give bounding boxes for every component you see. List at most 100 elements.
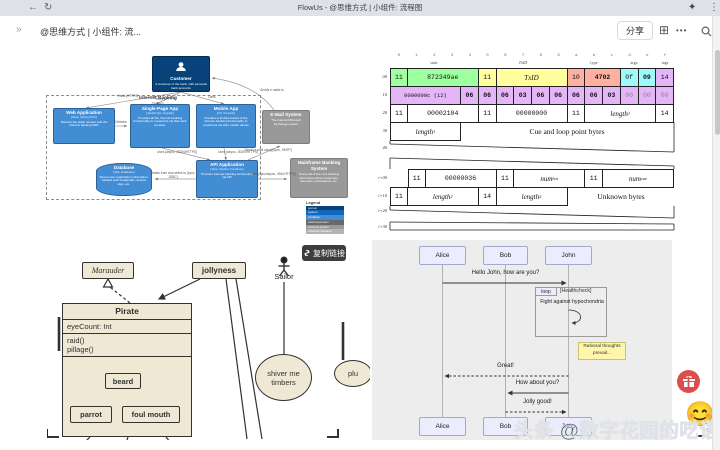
node-tech: [SQL Database]	[113, 169, 135, 174]
legend-row: external person	[306, 219, 344, 225]
group-label-tags: tags	[661, 60, 669, 65]
c4-diagram-widget: Internet Banking[System] Customer A cust…	[40, 50, 370, 240]
message-jolly: Jolly good!	[523, 399, 552, 405]
watermark-text: 头条 @数字花园的呓语	[514, 420, 720, 443]
message-how: How about you?	[515, 380, 560, 386]
note-line2: prevail...	[592, 351, 612, 357]
math-sub: hot	[552, 176, 559, 181]
node-desc: Provides all the Internet banking functi…	[133, 115, 187, 127]
uml-parrot-box: parrot	[70, 406, 112, 423]
row-label: 10	[382, 92, 388, 97]
sidebar-expand-icon[interactable]: »	[16, 24, 22, 35]
scrollbar-thumb[interactable]	[714, 50, 720, 135]
col-label: 6	[504, 54, 507, 58]
group-label-start: start	[430, 60, 438, 65]
edge-label: Reads from and writes to [sync, JDBC]	[150, 171, 196, 179]
row-label: i+10	[378, 193, 387, 198]
col-label: 2	[433, 54, 436, 58]
edge-label: Sends e-mails to	[260, 88, 284, 92]
col-label: 1	[415, 54, 418, 58]
byte-cell: 14	[478, 187, 497, 206]
byte-cell: 11	[478, 104, 497, 123]
edge-label: Uses	[208, 95, 216, 99]
widget-grid-icon[interactable]: ⊞	[659, 23, 670, 37]
math-sub: 1	[433, 129, 436, 134]
note-line1: Rational thoughts	[583, 344, 621, 349]
col-label: 8	[539, 54, 543, 58]
more-icon[interactable]: •••	[676, 26, 688, 35]
bytefield-row-00: 11 872349ae 11 TxID 10 4702 0f 09 14	[390, 68, 674, 87]
col-label: e	[646, 54, 649, 58]
internet-banking-boundary	[46, 95, 261, 200]
browser-tab-title: FlowUs - @思维方式 | 小组件: 流程图	[297, 3, 423, 12]
byte-cell: 11	[585, 169, 603, 188]
watermark-emoji: 😊	[685, 401, 715, 428]
participant-bob-top: Bob	[483, 246, 528, 265]
gift-promo-button[interactable]	[677, 370, 700, 393]
node-desc: A customer of the bank, with personal ba…	[155, 82, 207, 90]
c4-single-page-app-node: Single-Page App [JavaScript, Angular] Pr…	[130, 104, 190, 148]
uml-diagram-widget: Marauder jollyness Pirate eyeCount: Int …	[30, 245, 370, 440]
node-tech: [Java, Spring MVC]	[71, 114, 97, 119]
legend-row: system	[306, 210, 344, 216]
copy-link-button[interactable]: 复制链接	[302, 245, 346, 261]
node-title: Database	[113, 165, 135, 170]
browser-menu-icon[interactable]: ⋮	[709, 2, 719, 13]
math-sub: 2	[539, 194, 542, 199]
edge-label: Uses [HTTPS]	[155, 97, 177, 101]
math-sub: 1	[627, 111, 631, 116]
row-label: i+00	[378, 175, 387, 180]
byte-cell: 14	[656, 104, 674, 123]
c4-mobile-app-node: Mobile App [C#, Xamarin] Provides a limi…	[196, 104, 256, 148]
breadcrumb[interactable]: @思维方式 | 小组件: 流...	[40, 27, 141, 37]
node-title: Mobile App	[213, 106, 239, 111]
col-label: a	[575, 54, 578, 58]
back-icon[interactable]: ←	[28, 2, 38, 13]
node-title: Mainframe Banking System	[297, 160, 341, 171]
edge-label: Uses [async, JSON/HTTPS]	[218, 150, 258, 154]
node-title: Customer	[170, 76, 192, 81]
c4-database-node: Database [SQL Database] Stores user regi…	[96, 163, 152, 196]
link-icon	[304, 249, 310, 257]
group-label-type: type	[590, 60, 598, 65]
row-label: 20	[382, 110, 388, 115]
participant-john-bottom: John	[545, 417, 592, 436]
usecase-plunder-ellipse: plu	[334, 360, 370, 387]
node-title: Single-Page App	[141, 106, 179, 111]
class-method: raid()	[67, 336, 85, 345]
class-title: Pirate	[63, 304, 191, 320]
loop-tab: loop	[535, 287, 557, 296]
group-label-txid: TxID	[518, 60, 528, 65]
reload-icon[interactable]: ↻	[44, 2, 53, 13]
math-label: length	[610, 109, 628, 118]
c4-customer-node: Customer A customer of the bank, with pe…	[152, 56, 210, 92]
row-label: i+30	[378, 224, 387, 229]
node-title: API Application	[210, 162, 244, 167]
loop-frame	[535, 287, 607, 337]
crop-mark	[47, 429, 59, 438]
search-icon[interactable]	[701, 26, 712, 37]
scrollbar-track	[712, 16, 720, 450]
bytefield-gap-lines	[389, 122, 675, 231]
node-desc: Stores all of the core banking informati…	[298, 171, 340, 184]
node-desc: Provides Internet banking functionality …	[200, 171, 254, 180]
share-button[interactable]: 分享	[617, 21, 653, 40]
uml-foul-mouth-box: foul mouth	[122, 406, 180, 423]
edge-label: Delivers	[115, 120, 127, 124]
bytefield-row-10: 0000000c (12) 06 06 06 03 06 06 06 06 03…	[390, 86, 674, 105]
extensions-icon[interactable]: ✦	[688, 2, 697, 13]
boundary-label-text: Internet Banking	[139, 96, 177, 101]
class-methods: raid()pillage()	[63, 334, 191, 357]
col-label: 4	[468, 54, 472, 58]
col-label: 3	[450, 54, 454, 58]
node-desc: The internal Microsoft Exchange system	[271, 118, 301, 126]
node-title: Web Application	[66, 110, 102, 115]
